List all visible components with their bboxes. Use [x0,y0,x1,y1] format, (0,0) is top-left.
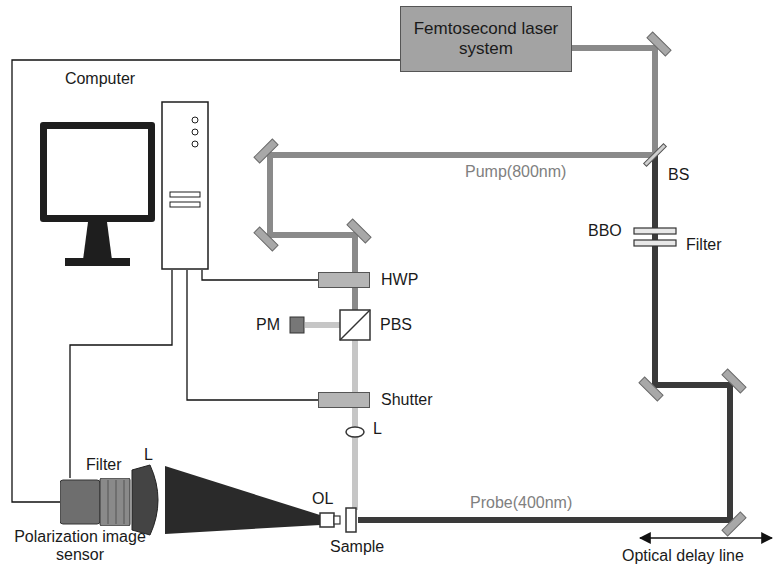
shutter: Shutter [318,392,370,408]
computer-icon: Computer [40,70,212,270]
part-label: PBS [380,316,412,334]
monitor-stand [83,222,112,260]
sample [346,508,356,532]
monitor [40,122,155,222]
camera-body [60,480,100,524]
node-label: Femtosecond laser system [401,19,571,58]
signal-cable [187,270,318,400]
camera-drawing [60,478,132,526]
mirror [722,369,746,393]
lens [346,427,364,437]
node-label: Polarization image sensor [5,528,155,565]
polarization-camera: Polarization image sensor [60,478,132,526]
filter-ring [108,480,109,524]
probe-beam [358,155,730,520]
filter-plate [634,240,676,246]
part-label: Pump(800nm) [465,163,566,181]
screen [47,129,148,215]
monitor-base [65,258,130,266]
power-meter [290,317,304,333]
tower-button [192,117,198,123]
tower-button [192,129,198,135]
objective-lens [320,513,334,527]
drive-slot [170,192,200,197]
mirror [347,219,371,243]
mirrors [254,32,746,536]
tower [162,102,208,269]
laser-beam [570,48,655,155]
pump-beam-attenuated [352,325,358,510]
node-label: HWP [381,271,418,289]
pump-beam [270,155,655,325]
filter-ring [116,480,117,524]
mirror [254,227,278,251]
camera-filter [100,478,130,526]
part-label: Sample [330,538,384,556]
part-label: OL [312,490,333,508]
bbo-crystal [634,228,676,234]
beam-splitter [644,144,667,167]
mirror [639,377,663,401]
mirror [722,512,746,536]
pbs-diagonal [340,310,370,340]
computer-drawing [40,92,212,270]
filter-ring [124,480,125,524]
part-label: PM [256,316,280,334]
mirror [254,139,278,163]
part-label: L [373,420,382,438]
part-label: Filter [86,456,122,474]
tower-button [192,141,198,147]
part-label: L [144,446,153,464]
signal-cable [12,60,400,502]
part-label: Filter [686,236,722,254]
camera-lens [132,465,158,535]
part-label: BBO [588,222,622,240]
laser-box: Femtosecond laser system [400,6,572,72]
part-label: Optical delay line [622,547,744,565]
signal-cable [70,270,172,478]
mirror [647,32,671,56]
objective-tip [334,516,340,524]
drive-slot [170,202,200,207]
pbs-cube [340,310,370,340]
part-label: Probe(400nm) [470,494,572,512]
delay-arrow [640,537,772,539]
half-wave-plate: HWP [318,272,370,288]
node-label: Shutter [381,391,433,409]
node-label: Computer [40,70,160,88]
signal-cable [202,270,318,280]
part-label: BS [668,166,689,184]
imaging-cone [165,466,320,534]
